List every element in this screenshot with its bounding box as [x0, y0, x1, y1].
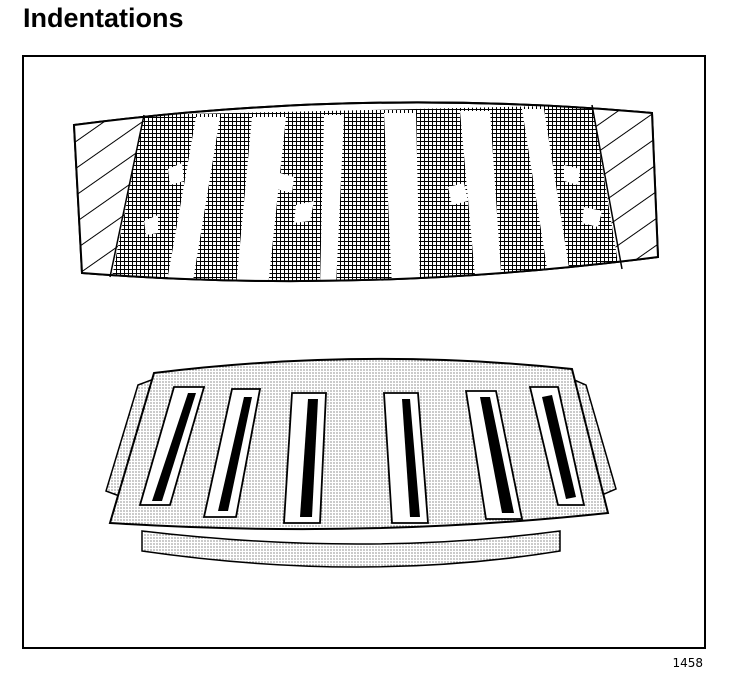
indentations-illustration: [72, 101, 660, 568]
roller-slots: [138, 386, 586, 524]
page-title: Indentations: [23, 3, 184, 33]
roller-cage-part: [105, 357, 617, 568]
outer-race-part: [72, 101, 660, 283]
figure-number: 1458: [672, 656, 703, 670]
figure-frame: [22, 55, 706, 649]
cage-base-flange: [141, 530, 561, 568]
hatched-end-right: [592, 105, 658, 282]
hatched-end-left: [74, 115, 144, 282]
roller-tracks: [144, 109, 602, 282]
